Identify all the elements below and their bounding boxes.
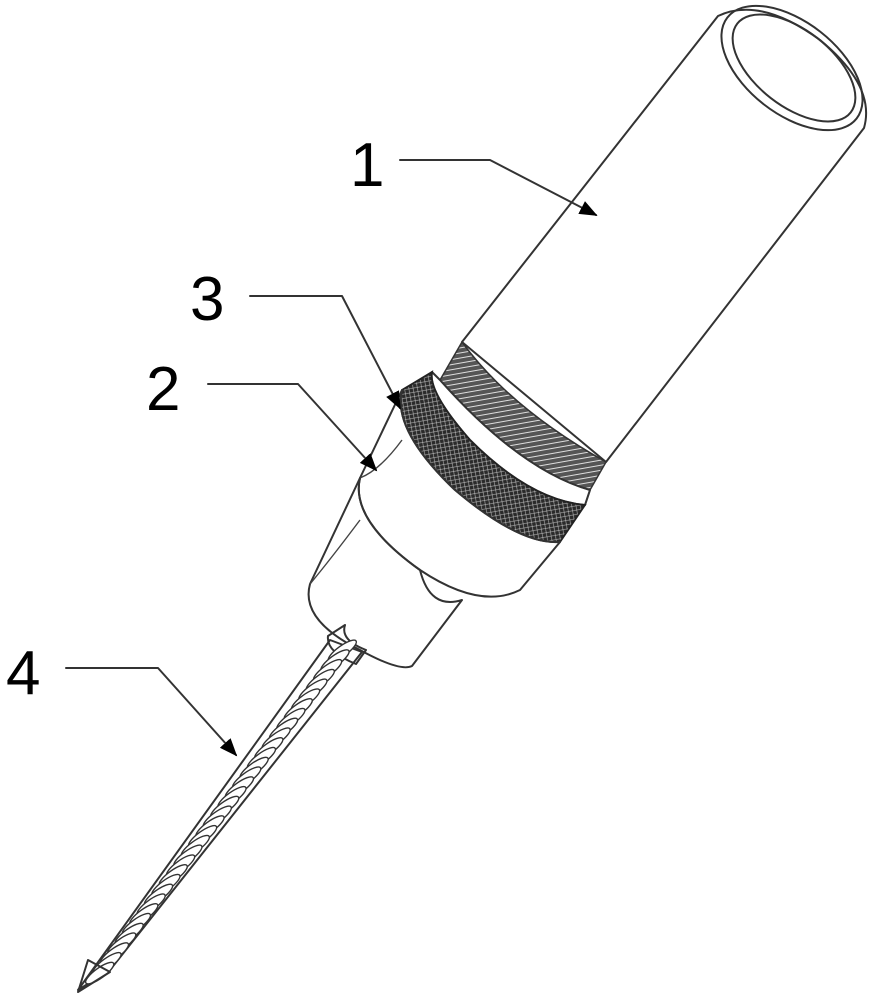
callout-3: 3 [190,265,400,408]
tube-part-1 [462,0,877,462]
callout-4: 4 [6,639,236,755]
callout-2: 2 [146,355,376,470]
callout-1: 1 [350,131,596,215]
callout-label-4: 4 [6,639,40,708]
screw-part-4 [78,637,362,992]
callout-label-1: 1 [350,131,384,200]
callout-label-2: 2 [146,355,180,424]
callout-label-3: 3 [190,265,224,334]
